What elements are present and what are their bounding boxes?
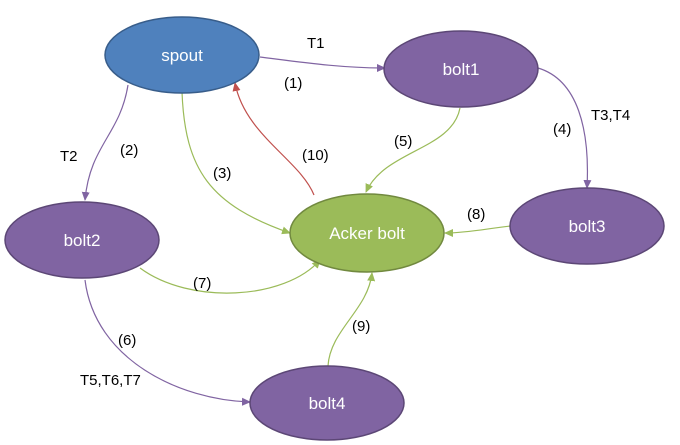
node-bolt2-label: bolt2 — [64, 231, 101, 250]
edge-label-2: (2) — [120, 142, 138, 159]
node-acker-label: Acker bolt — [329, 224, 405, 243]
node-bolt4-label: bolt4 — [309, 394, 346, 413]
node-bolt3-label: bolt3 — [569, 217, 606, 236]
node-bolt3: bolt3 — [509, 187, 665, 265]
tuple-label-t1: T1 — [307, 35, 325, 52]
edge-6-bolt2-to-bolt4 — [84, 279, 251, 406]
node-bolt2: bolt2 — [4, 201, 160, 279]
edge-label-9: (9) — [352, 318, 370, 335]
edge-label-7: (7) — [193, 275, 211, 292]
tuple-label-t3-t4: T3,T4 — [591, 107, 630, 124]
node-bolt4: bolt4 — [249, 365, 405, 441]
edge-label-4: (4) — [553, 121, 571, 138]
node-bolt1-label: bolt1 — [443, 60, 480, 79]
tuple-label-t2: T2 — [60, 148, 78, 165]
edge-8-bolt3-to-acker — [444, 225, 512, 237]
node-spout-label: spout — [161, 46, 203, 65]
node-acker-bolt: Acker bolt — [289, 193, 445, 273]
edge-3-spout-to-acker — [181, 91, 291, 235]
edge-label-8: (8) — [467, 206, 485, 223]
edge-5-bolt1-to-acker — [365, 107, 461, 193]
edge-label-1: (1) — [284, 75, 302, 92]
edge-9-bolt4-to-acker — [327, 272, 376, 367]
edge-2-spout-to-bolt2 — [81, 84, 129, 201]
edge-label-10: (10) — [302, 147, 329, 164]
node-bolt1: bolt1 — [383, 30, 539, 108]
edge-label-5: (5) — [394, 133, 412, 150]
edge-4-bolt1-to-bolt3 — [537, 67, 592, 189]
node-spout: spout — [104, 16, 260, 94]
edge-7-bolt2-to-acker — [139, 259, 321, 294]
edge-10-acker-to-spout — [232, 82, 315, 196]
edge-label-3: (3) — [213, 165, 231, 182]
edge-label-6: (6) — [118, 332, 136, 349]
edge-1-spout-to-bolt1 — [259, 56, 386, 72]
tuple-label-t5-t6-t7: T5,T6,T7 — [80, 372, 141, 389]
